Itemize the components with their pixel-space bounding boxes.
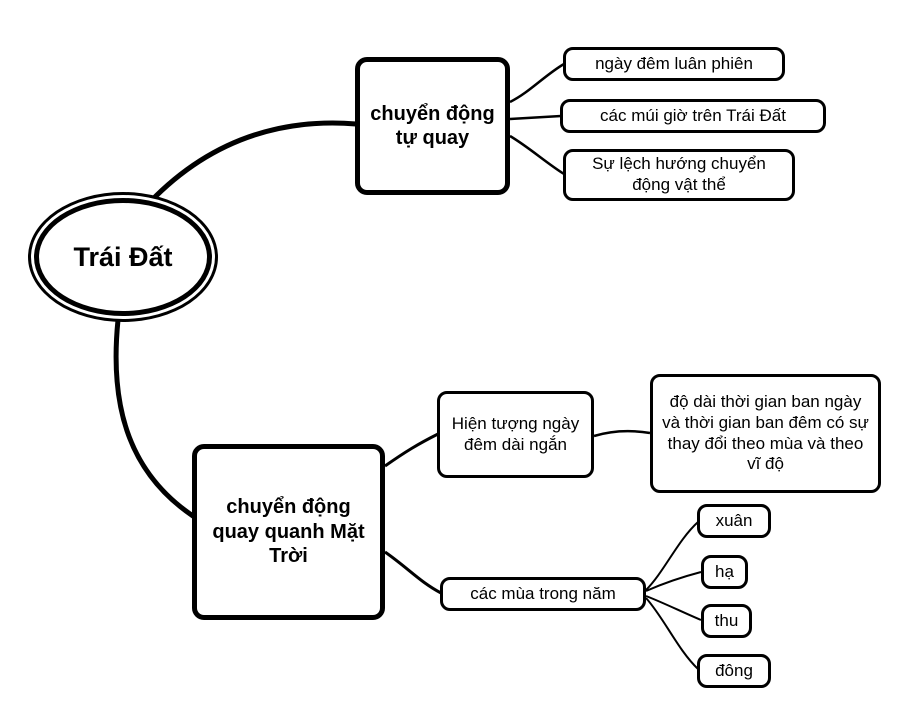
sub-node-seasons-of-year: các mùa trong năm (440, 577, 646, 611)
root-node-label: Trái Đất (34, 198, 212, 316)
sub-node-day-night-length: Hiện tượng ngày đêm dài ngắn (437, 391, 594, 478)
leaf-node-season-summer: hạ (701, 555, 748, 589)
branch-node-self-rotation: chuyển động tự quay (355, 57, 510, 195)
connector-seasons-summer (645, 571, 702, 592)
leaf-node-time-zones: các múi giờ trên Trái Đất (560, 99, 826, 133)
connector-seasons-autumn (645, 595, 702, 621)
connector-root-branch1 (147, 120, 359, 205)
leaf-node-day-night-alternation: ngày đêm luân phiên (563, 47, 785, 81)
leaf-node-season-spring: xuân (697, 504, 771, 538)
root-node-earth: Trái Đất (28, 192, 218, 322)
connector-seasons-spring (645, 521, 699, 591)
connector-daylength-detail (593, 429, 651, 438)
connector-branch1-child3 (509, 134, 565, 176)
branch-node-revolution-around-sun: chuyển động quay quanh Mặt Trời (192, 444, 385, 620)
leaf-node-day-night-length-detail: độ dài thời gian ban ngày và thời gian b… (650, 374, 881, 493)
connector-branch2-child2 (384, 550, 442, 595)
leaf-node-deflection-of-objects: Sự lệch hướng chuyển động vật thể (563, 149, 795, 201)
leaf-node-season-autumn: thu (701, 604, 752, 638)
connector-root-branch2 (113, 317, 196, 519)
connector-branch2-child1 (384, 432, 439, 468)
leaf-node-season-winter: đông (697, 654, 771, 688)
connector-seasons-winter (645, 597, 699, 670)
connector-branch1-child1 (509, 62, 565, 104)
connector-branch1-child2 (509, 114, 562, 121)
